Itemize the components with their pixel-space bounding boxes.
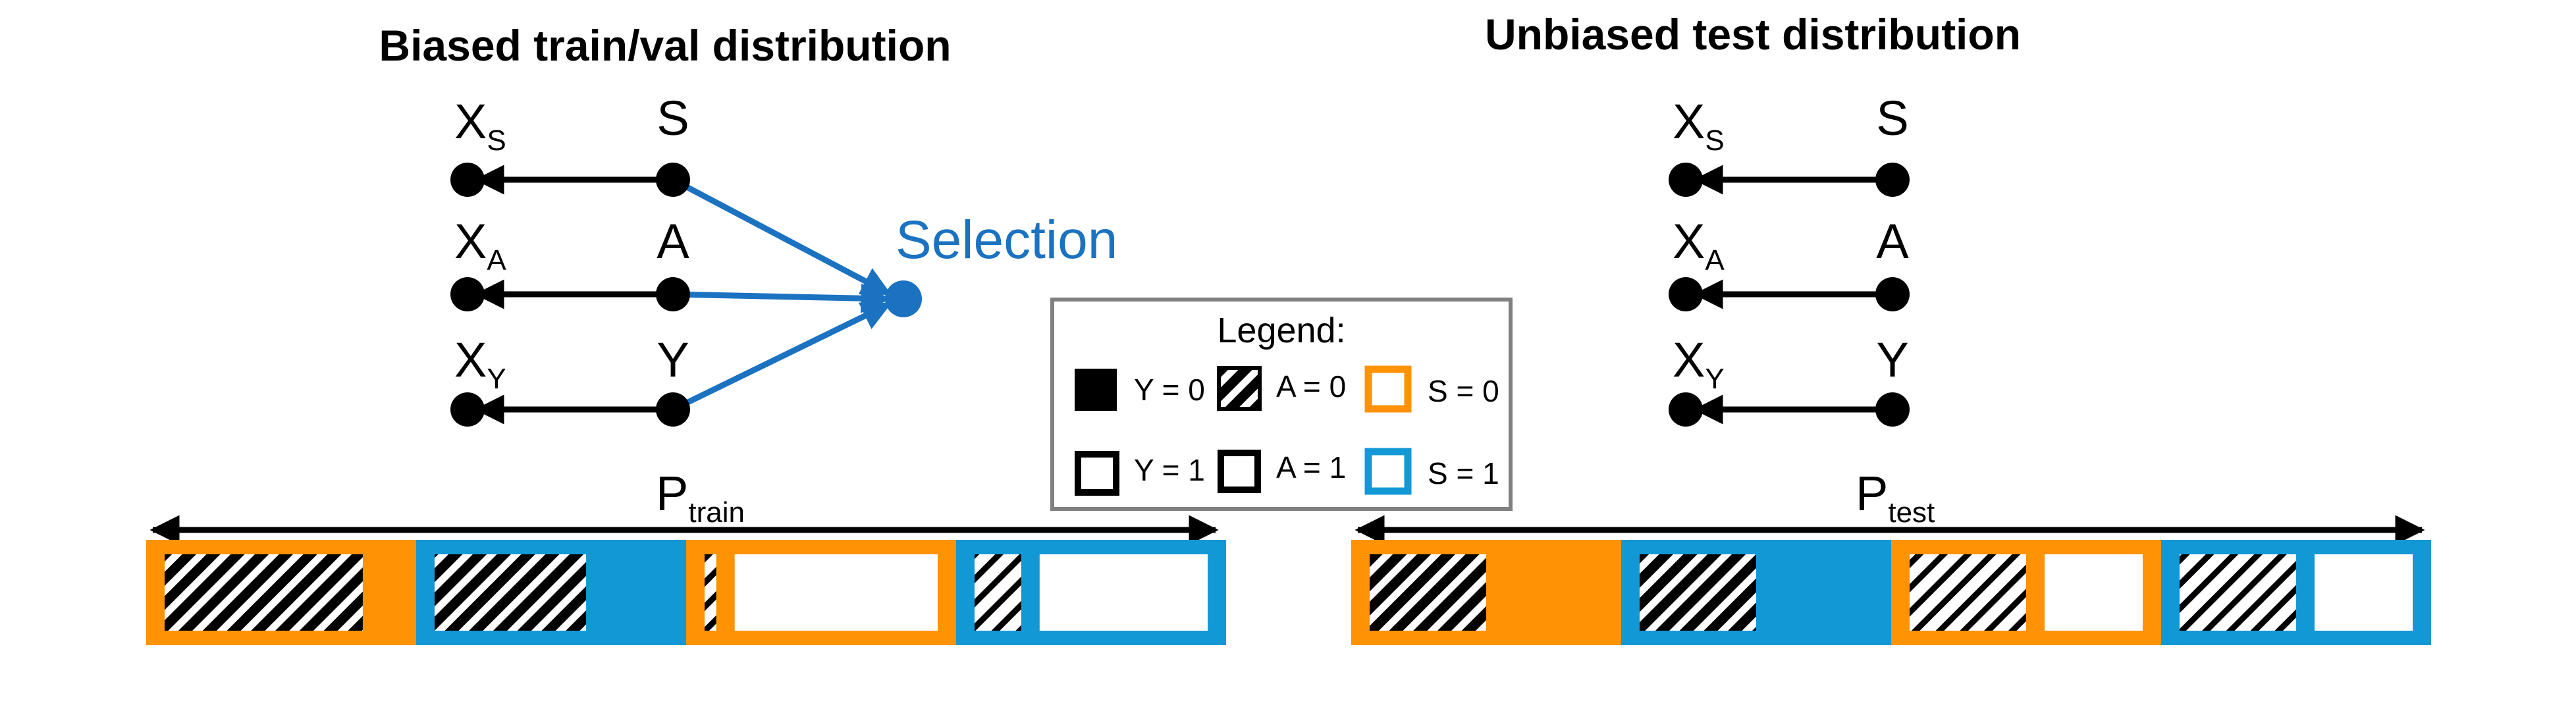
test-bar <box>1351 540 2431 645</box>
train-segment-0-a0-hatch <box>165 554 363 631</box>
right-label-xy: XY <box>1673 332 1725 395</box>
legend: Legend: Y = 0 A = 0 S = 0 Y = 1 A = 1 S … <box>1050 298 1513 511</box>
left-edge-a-to-selection <box>672 283 891 313</box>
right-label-a: A <box>1876 214 1909 269</box>
legend-swatch-a1 <box>1218 450 1261 493</box>
right-panel-title: Unbiased test distribution <box>1485 10 2021 59</box>
legend-label-a1: A = 1 <box>1276 450 1346 485</box>
right-node-s <box>1875 163 1910 197</box>
test-label: Ptest <box>1856 466 1935 529</box>
left-label-xa: XA <box>454 214 506 276</box>
test-segment-0-a0-hatch <box>1370 554 1486 631</box>
left-label-s: S <box>657 91 689 145</box>
left-panel: Biased train/val distribution XS S XA A … <box>379 21 1117 427</box>
test-distribution: Ptest <box>1351 466 2431 645</box>
left-node-xy <box>450 392 485 427</box>
left-edge-y-to-selection <box>672 301 892 413</box>
left-label-xs: XS <box>454 94 506 157</box>
left-node-selection <box>885 280 922 317</box>
test-segment-2-a0-hatch <box>1910 554 2026 631</box>
legend-title: Legend: <box>1217 311 1345 350</box>
left-label-y: Y <box>657 332 689 387</box>
legend-label-a0: A = 0 <box>1276 369 1346 404</box>
left-node-a <box>656 277 690 311</box>
legend-swatch-s1 <box>1364 448 1412 495</box>
legend-swatch-y0 <box>1075 369 1117 411</box>
train-distribution: Ptrain <box>146 466 1226 645</box>
right-node-a <box>1875 277 1910 311</box>
left-node-xs <box>450 163 485 197</box>
left-label-xy: XY <box>454 332 506 395</box>
legend-swatch-s0 <box>1364 365 1412 413</box>
right-node-xy <box>1669 392 1703 427</box>
left-edge-s-to-selection <box>671 177 892 296</box>
train-label: Ptrain <box>656 466 745 529</box>
legend-swatch-y1 <box>1075 451 1119 496</box>
train-segment-2-a0-hatch <box>705 554 716 631</box>
right-node-y <box>1875 392 1910 427</box>
test-segment-1-a0-hatch <box>1640 554 1756 631</box>
train-segment-3-a0-hatch <box>975 554 1021 631</box>
train-segment-3-a1-fill <box>1039 554 1208 631</box>
right-node-xs <box>1669 163 1703 197</box>
test-segment-2-a1-fill <box>2045 554 2143 631</box>
left-node-xa <box>450 277 485 311</box>
test-segment-3-a1-fill <box>2315 554 2413 631</box>
test-segment-3-a0-hatch <box>2180 554 2296 631</box>
left-panel-title: Biased train/val distribution <box>379 21 951 70</box>
legend-label-s0: S = 0 <box>1428 374 1499 408</box>
legend-frame <box>1050 298 1513 511</box>
right-label-xs: XS <box>1673 94 1725 157</box>
right-label-y: Y <box>1876 332 1908 387</box>
left-label-selection: Selection <box>896 210 1117 270</box>
right-label-s: S <box>1876 91 1908 145</box>
right-node-xa <box>1669 277 1703 311</box>
right-panel: Unbiased test distribution XS S XA A XY … <box>1485 10 2021 427</box>
train-segment-2-a1-fill <box>734 554 938 631</box>
legend-label-s1: S = 1 <box>1428 456 1499 490</box>
legend-label-y1: Y = 1 <box>1134 453 1205 487</box>
left-node-s <box>656 163 690 197</box>
train-bar <box>146 540 1226 645</box>
left-label-a: A <box>657 214 689 269</box>
right-label-xa: XA <box>1673 214 1725 276</box>
legend-label-y0: Y = 0 <box>1134 373 1205 407</box>
train-segment-1-a0-hatch <box>435 554 587 631</box>
legend-swatch-a0 <box>1217 366 1262 411</box>
left-node-y <box>656 392 690 427</box>
